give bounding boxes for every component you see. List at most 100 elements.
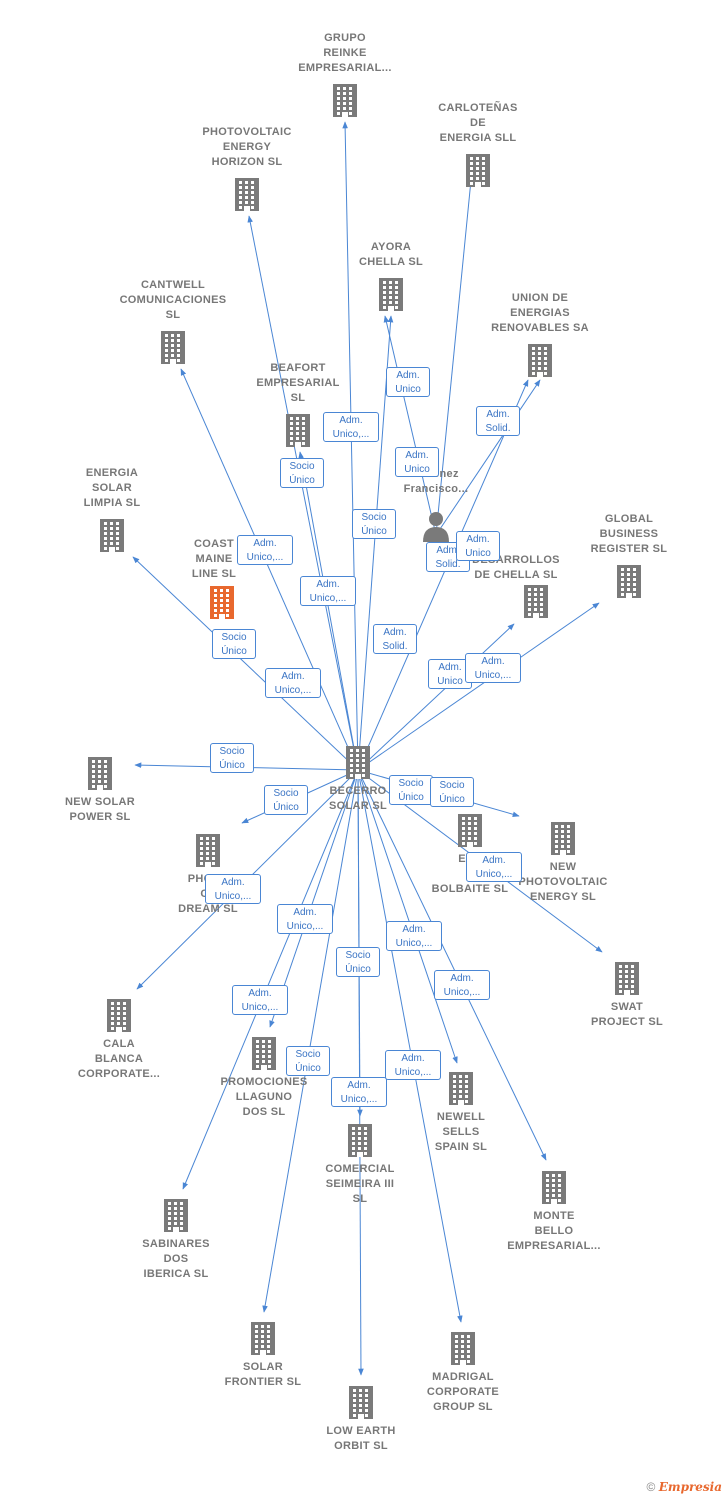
- building-icon[interactable]: [448, 1330, 478, 1366]
- relation-badge-adm-unico[interactable]: Adm. Unico,...: [232, 985, 288, 1015]
- node-cantwell[interactable]: CANTWELL COMUNICACIONES SL: [98, 278, 248, 323]
- building-icon[interactable]: [85, 755, 115, 791]
- node-label: BEAFORT EMPRESARIAL SL: [256, 362, 340, 404]
- node-label: GRUPO REINKE EMPRESARIAL...: [298, 32, 392, 74]
- node-new-solar[interactable]: NEW SOLAR POWER SL: [25, 795, 175, 825]
- node-global-business[interactable]: GLOBAL BUSINESS REGISTER SL: [554, 512, 704, 557]
- relation-badge-adm-unico[interactable]: Adm. Unico,...: [466, 852, 522, 882]
- building-icon[interactable]: [525, 342, 555, 378]
- edge-14: [269, 769, 359, 1028]
- building-icon[interactable]: [463, 152, 493, 188]
- relation-badge-socio-unico[interactable]: Socio Único: [389, 775, 433, 805]
- node-photovoltaic-horizon[interactable]: PHOTOVOLTAIC ENERGY HORIZON SL: [172, 125, 322, 170]
- relation-badge-socio-unico[interactable]: Socio Único: [212, 629, 256, 659]
- node-ayora[interactable]: AYORA CHELLA SL: [316, 240, 466, 270]
- building-icon[interactable]: [283, 412, 313, 448]
- relation-badge-socio-unico[interactable]: Socio Único: [430, 777, 474, 807]
- building-icon[interactable]: [158, 329, 188, 365]
- relation-badge-adm-unico[interactable]: Adm. Unico,...: [386, 921, 442, 951]
- relation-badge-adm-unico-short[interactable]: Adm. Unico: [456, 531, 500, 561]
- node-coast-maine[interactable]: COAST MAINE LINE SL: [139, 537, 289, 582]
- edge-8: [357, 602, 600, 771]
- node-becerro[interactable]: BECERRO SOLAR SL: [283, 784, 433, 814]
- node-low-earth[interactable]: LOW EARTH ORBIT SL: [286, 1424, 436, 1454]
- node-label: CANTWELL COMUNICACIONES SL: [119, 279, 227, 321]
- node-grupo-reinke[interactable]: GRUPO REINKE EMPRESARIAL...: [270, 31, 420, 76]
- node-promociones[interactable]: PROMOCIONES LLAGUNO DOS SL: [189, 1075, 339, 1120]
- building-icon[interactable]: [455, 812, 485, 848]
- node-label: CALA BLANCA CORPORATE...: [77, 1038, 161, 1080]
- node-energia-solar[interactable]: ENERGIA SOLAR LIMPIA SL: [37, 466, 187, 511]
- node-carlotenas[interactable]: CARLOTEÑAS DE ENERGIA SLL: [403, 101, 553, 146]
- edge-18: [182, 769, 359, 1190]
- node-solar-frontier[interactable]: SOLAR FRONTIER SL: [188, 1360, 338, 1390]
- relation-badge-adm-unico-short[interactable]: Adm. Unico: [386, 367, 430, 397]
- node-cala-blanca[interactable]: CALA BLANCA CORPORATE...: [44, 1037, 194, 1082]
- building-icon[interactable]: [521, 583, 551, 619]
- relation-badge-socio-unico[interactable]: Socio Único: [336, 947, 380, 977]
- building-icon[interactable]: [345, 1122, 375, 1158]
- footer-brand[interactable]: © Empresia: [647, 1480, 722, 1494]
- edge-4: [357, 379, 529, 771]
- node-label: ENERGIA SOLAR LIMPIA SL: [83, 467, 141, 509]
- node-madrigal[interactable]: MADRIGAL CORPORATE GROUP SL: [388, 1370, 538, 1415]
- relation-badge-adm-unico[interactable]: Adm. Unico,...: [331, 1077, 387, 1107]
- relation-badge-socio-unico[interactable]: Socio Único: [280, 458, 324, 488]
- node-sabinares[interactable]: SABINARES DOS IBERICA SL: [101, 1237, 251, 1282]
- building-icon[interactable]: [232, 176, 262, 212]
- edge-3: [180, 368, 359, 771]
- building-icon[interactable]: [346, 1384, 376, 1420]
- relation-badge-socio-unico[interactable]: Socio Único: [286, 1046, 330, 1076]
- building-icon[interactable]: [161, 1197, 191, 1233]
- building-icon[interactable]: [249, 1035, 279, 1071]
- edge-17: [357, 769, 547, 1161]
- building-icon[interactable]: [548, 820, 578, 856]
- building-icon[interactable]: [612, 960, 642, 996]
- relation-badge-adm-unico[interactable]: Adm. Unico,...: [434, 970, 490, 1000]
- building-icon[interactable]: [343, 744, 373, 780]
- relation-badge-socio-unico[interactable]: Socio Único: [352, 509, 396, 539]
- building-icon[interactable]: [104, 997, 134, 1033]
- node-new-photovoltaic[interactable]: NEW PHOTOVOLTAIC ENERGY SL: [488, 860, 638, 905]
- node-newell[interactable]: NEWELL SELLS SPAIN SL: [386, 1110, 536, 1155]
- node-label: SWAT PROJECT SL: [590, 1001, 664, 1028]
- building-icon[interactable]: [539, 1169, 569, 1205]
- edge-7: [357, 623, 515, 771]
- node-monte-bello[interactable]: MONTE BELLO EMPRESARIAL...: [479, 1209, 629, 1254]
- relation-badge-socio-unico[interactable]: Socio Único: [210, 743, 254, 773]
- building-icon[interactable]: [207, 584, 237, 620]
- relation-badge-adm-unico[interactable]: Adm. Unico,...: [205, 874, 261, 904]
- relation-badge-adm-solid[interactable]: Adm. Solid.: [476, 406, 520, 436]
- relation-badge-adm-unico[interactable]: Adm. Unico,...: [300, 576, 356, 606]
- brand-name: Empresia: [658, 1480, 722, 1494]
- relation-badge-adm-unico[interactable]: Adm. Unico,...: [465, 653, 521, 683]
- edge-15: [357, 769, 458, 1064]
- building-icon[interactable]: [446, 1070, 476, 1106]
- relation-badge-socio-unico[interactable]: Socio Único: [264, 785, 308, 815]
- copyright-symbol: ©: [646, 1480, 656, 1494]
- relation-badge-adm-unico[interactable]: Adm. Unico,...: [265, 668, 321, 698]
- building-icon[interactable]: [330, 82, 360, 118]
- node-label: SOLAR FRONTIER SL: [224, 1361, 302, 1388]
- node-beafort[interactable]: BEAFORT EMPRESARIAL SL: [223, 361, 373, 406]
- node-label: CARLOTEÑAS DE ENERGIA SLL: [438, 102, 518, 144]
- person-icon[interactable]: [421, 510, 451, 544]
- building-icon[interactable]: [248, 1320, 278, 1356]
- edge-1: [247, 215, 359, 771]
- relation-badge-adm-unico[interactable]: Adm. Unico,...: [323, 412, 379, 442]
- node-union-energias[interactable]: UNION DE ENERGIAS RENOVABLES SA: [465, 291, 615, 336]
- relation-badge-adm-unico[interactable]: Adm. Unico,...: [237, 535, 293, 565]
- node-comercial[interactable]: COMERCIAL SEIMEIRA III SL: [285, 1162, 435, 1207]
- building-icon[interactable]: [97, 517, 127, 553]
- node-swat[interactable]: SWAT PROJECT SL: [552, 1000, 702, 1030]
- edge-0: [342, 121, 359, 771]
- building-icon[interactable]: [614, 563, 644, 599]
- relation-badge-adm-unico-short[interactable]: Adm. Unico: [395, 447, 439, 477]
- building-icon[interactable]: [193, 832, 223, 868]
- node-label: NEWELL SELLS SPAIN SL: [434, 1111, 488, 1153]
- node-label: AYORA CHELLA SL: [358, 241, 423, 268]
- relation-badge-adm-solid[interactable]: Adm. Solid.: [373, 624, 417, 654]
- relation-badge-adm-unico[interactable]: Adm. Unico,...: [277, 904, 333, 934]
- building-icon[interactable]: [376, 276, 406, 312]
- relation-badge-adm-unico[interactable]: Adm. Unico,...: [385, 1050, 441, 1080]
